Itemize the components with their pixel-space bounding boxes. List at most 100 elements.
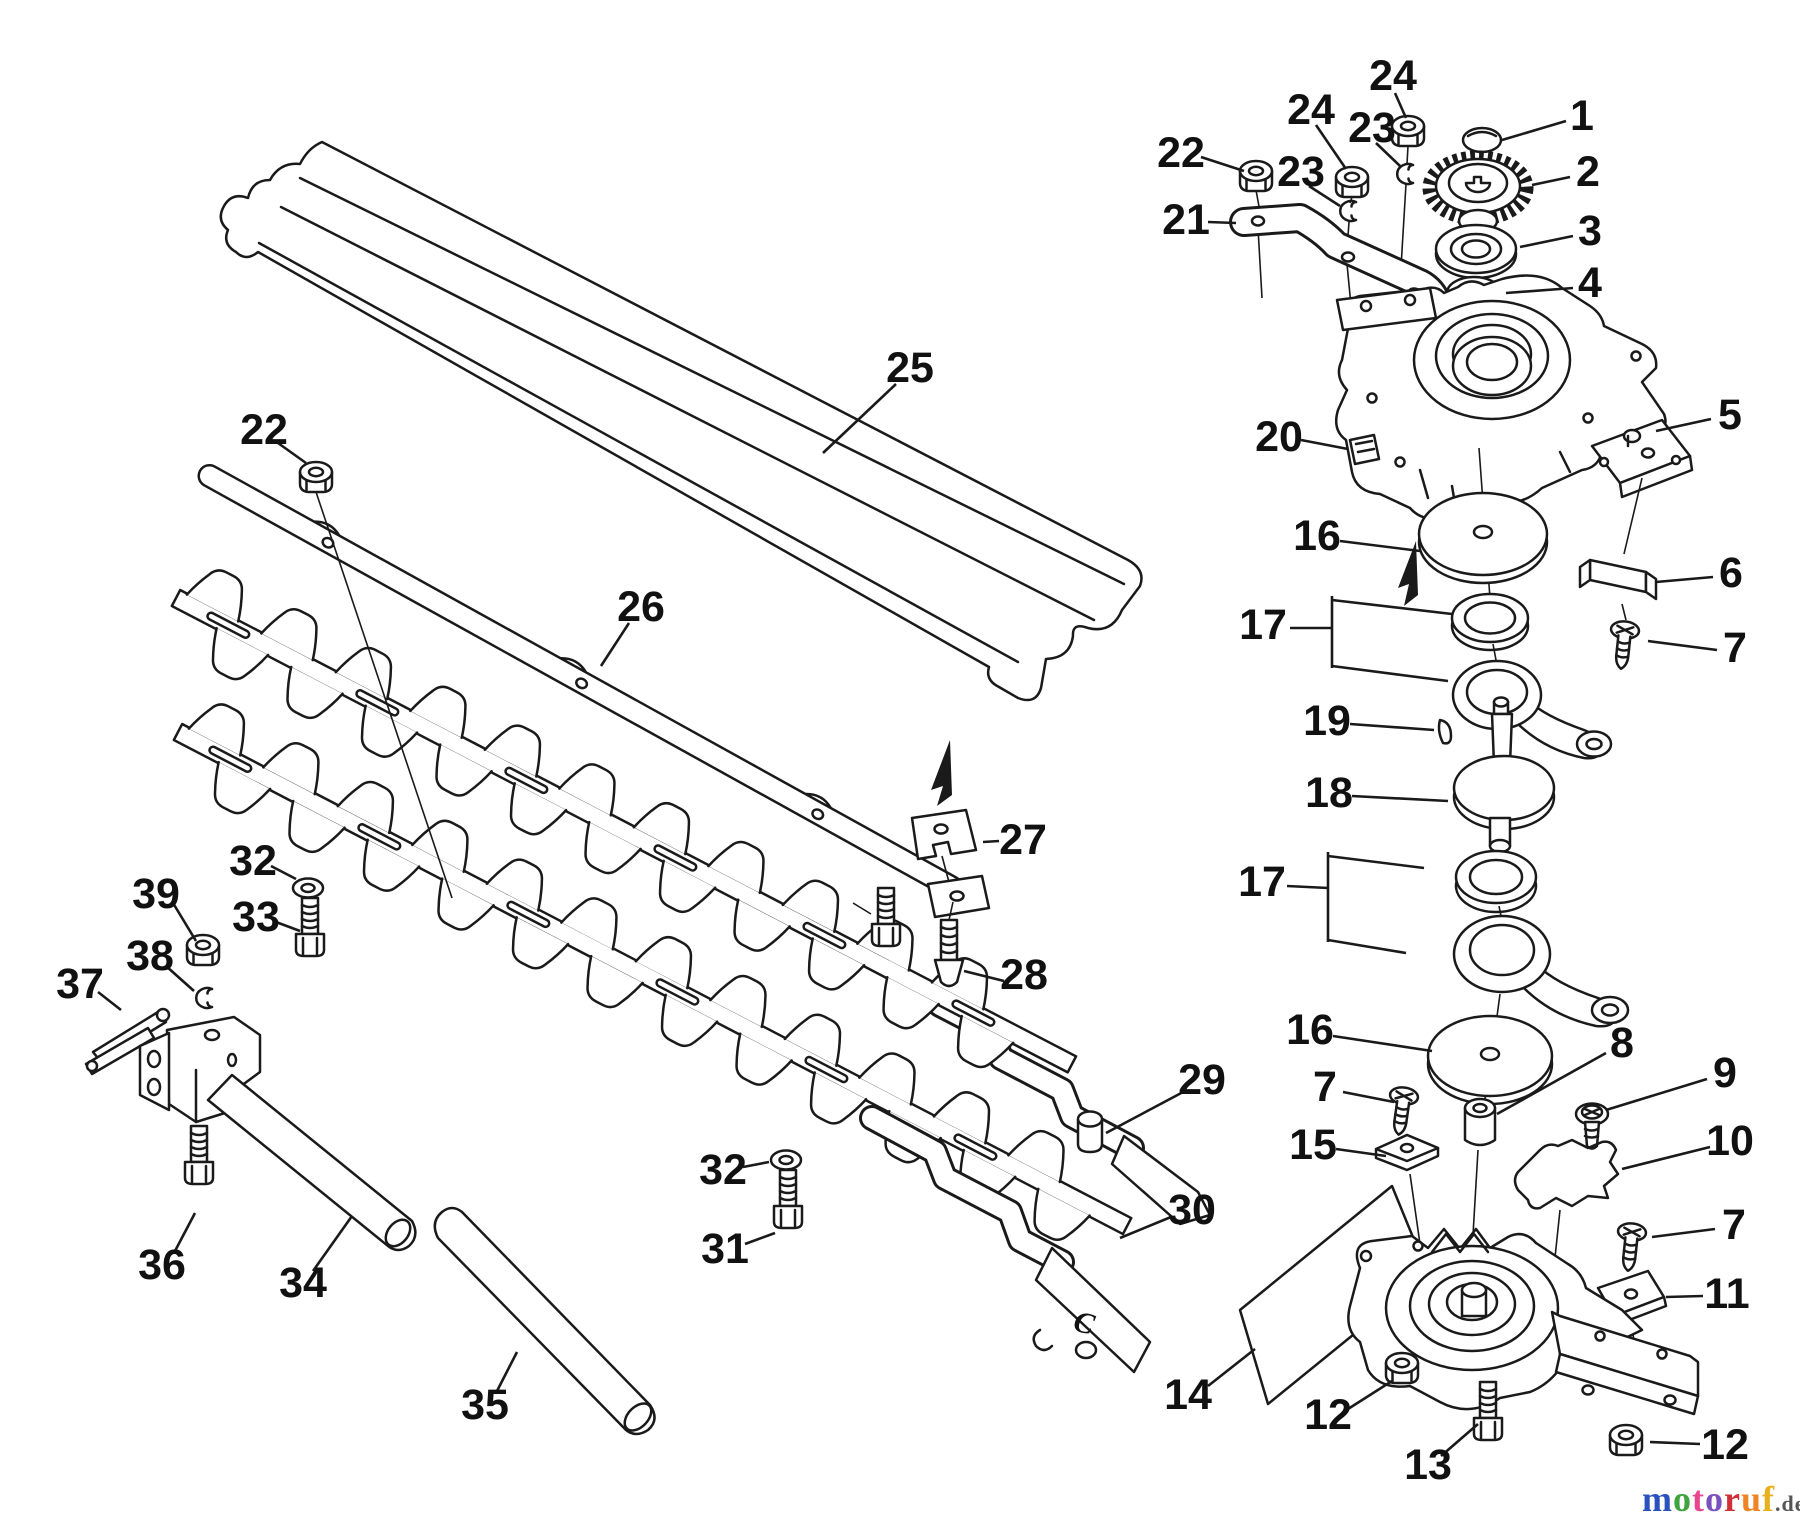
pin-37 <box>84 1007 171 1076</box>
leader-line-6 <box>1655 575 1714 584</box>
part-label-27: 27 <box>999 816 1047 864</box>
leader-line-35 <box>495 1351 519 1392</box>
leader-line-37 <box>97 990 122 1012</box>
part-label-36: 36 <box>138 1241 186 1289</box>
eclip-23a <box>1395 162 1415 186</box>
leader-line-16 <box>1339 539 1421 553</box>
leader-line-17 <box>1331 664 1449 683</box>
leader-line-3 <box>1519 234 1574 249</box>
leader-line-19 <box>1349 722 1435 732</box>
part-label-26: 26 <box>617 583 665 631</box>
part-label-1: 1 <box>1570 92 1594 140</box>
leader-line-31 <box>744 1231 776 1246</box>
part-label-7: 7 <box>1722 1201 1746 1249</box>
leader-line-9 <box>1605 1077 1708 1112</box>
eclip-23b <box>1338 199 1358 223</box>
screw-7a <box>1605 618 1642 672</box>
leader-line-17 <box>1327 854 1425 870</box>
part-label-3: 3 <box>1578 207 1602 255</box>
leader-line-26 <box>599 622 631 667</box>
part-label-13: 13 <box>1404 1441 1452 1489</box>
bolt-33 <box>294 896 326 958</box>
leader-line-12 <box>1649 1440 1701 1446</box>
part-label-16: 16 <box>1293 512 1341 560</box>
part-label-25: 25 <box>886 344 934 392</box>
nut-22-left <box>298 460 334 494</box>
leader-line-32 <box>742 1160 770 1169</box>
direction-arrow-icon <box>931 740 952 806</box>
leader-line-15 <box>1335 1147 1387 1158</box>
part-label-29: 29 <box>1178 1056 1226 1104</box>
logo-letter: o <box>1673 1479 1692 1519</box>
nut-24a <box>1390 114 1426 148</box>
leader-line-8 <box>1496 1051 1607 1116</box>
leader-line-7 <box>1651 1227 1716 1239</box>
clip-20 <box>1348 433 1381 466</box>
crankshaft-18 <box>1452 696 1556 854</box>
leader-line-24 <box>1314 124 1348 170</box>
leader-line-2 <box>1531 175 1571 187</box>
motoruf-logo-text: motoruf <box>1642 1479 1775 1519</box>
part-label-34: 34 <box>279 1259 327 1307</box>
leader-line-32 <box>270 864 297 881</box>
leader-line-33 <box>275 920 301 933</box>
blade-lower <box>172 693 1133 1251</box>
cover-6 <box>1578 477 1658 621</box>
leader-line-27 <box>982 839 1000 844</box>
part-label-12: 12 <box>1701 1421 1749 1469</box>
part-label-23: 23 <box>1277 148 1325 196</box>
nut-22-right <box>1238 159 1274 193</box>
square-nut-15 <box>1374 1133 1440 1245</box>
logo-letter: m <box>1642 1479 1673 1519</box>
leader-line-38 <box>165 965 195 992</box>
housing-foot <box>1550 1310 1700 1416</box>
blade-upper <box>170 559 1078 1078</box>
leader-line-39 <box>171 902 198 942</box>
leader-line-29 <box>1105 1089 1186 1135</box>
part-label-11: 11 <box>1704 1270 1749 1318</box>
leader-line-17 <box>1331 598 1453 616</box>
part-label-35: 35 <box>461 1381 509 1429</box>
part-label-22: 22 <box>240 406 288 454</box>
leader-line-30 <box>1119 1215 1172 1240</box>
leader-line-18 <box>1351 794 1449 803</box>
gear-housing-5 <box>1335 274 1694 520</box>
eclip-38 <box>194 986 214 1010</box>
logo-letter: o <box>1705 1479 1724 1519</box>
part-label-9: 9 <box>1713 1049 1737 1097</box>
part-label-16: 16 <box>1286 1006 1334 1054</box>
left-hardware <box>84 460 656 1436</box>
part-label-4: 4 <box>1578 259 1602 307</box>
mounting-pad <box>1590 418 1694 499</box>
leader-line-23 <box>1308 184 1341 208</box>
bolt-spare <box>852 886 902 948</box>
cap-1 <box>1461 126 1503 154</box>
part-label-31: 31 <box>701 1225 749 1273</box>
leader-line-23 <box>1375 142 1401 167</box>
leader-line-22 <box>1200 155 1245 173</box>
logo-letter: u <box>1740 1479 1763 1519</box>
disc-16-upper <box>1417 491 1549 585</box>
part-label-12: 12 <box>1304 1391 1352 1439</box>
part-label-32: 32 <box>229 837 277 885</box>
part-label-14: 14 <box>1164 1371 1212 1419</box>
bevel-gear-2 <box>1422 150 1534 234</box>
woodruff-key-19 <box>1437 718 1453 745</box>
leader-line-34 <box>311 1215 354 1272</box>
screw-7c <box>1612 1220 1649 1274</box>
leader-line-10 <box>1621 1145 1711 1171</box>
part-label-20: 20 <box>1255 413 1303 461</box>
blade-cover-25 <box>219 140 1143 702</box>
leader-line-13 <box>1440 1423 1479 1457</box>
tube-35 <box>433 1206 656 1436</box>
washer-32-left <box>291 877 325 899</box>
leader-line-24 <box>1393 92 1408 119</box>
leader-line-12 <box>1347 1379 1393 1411</box>
part-label-17: 17 <box>1238 858 1286 906</box>
leader-line-14 <box>1207 1347 1256 1388</box>
leader-line-5 <box>1655 417 1712 433</box>
leader-line-17 <box>1327 938 1407 955</box>
screw-7b <box>1383 1084 1421 1138</box>
leader-line-22 <box>277 441 307 465</box>
